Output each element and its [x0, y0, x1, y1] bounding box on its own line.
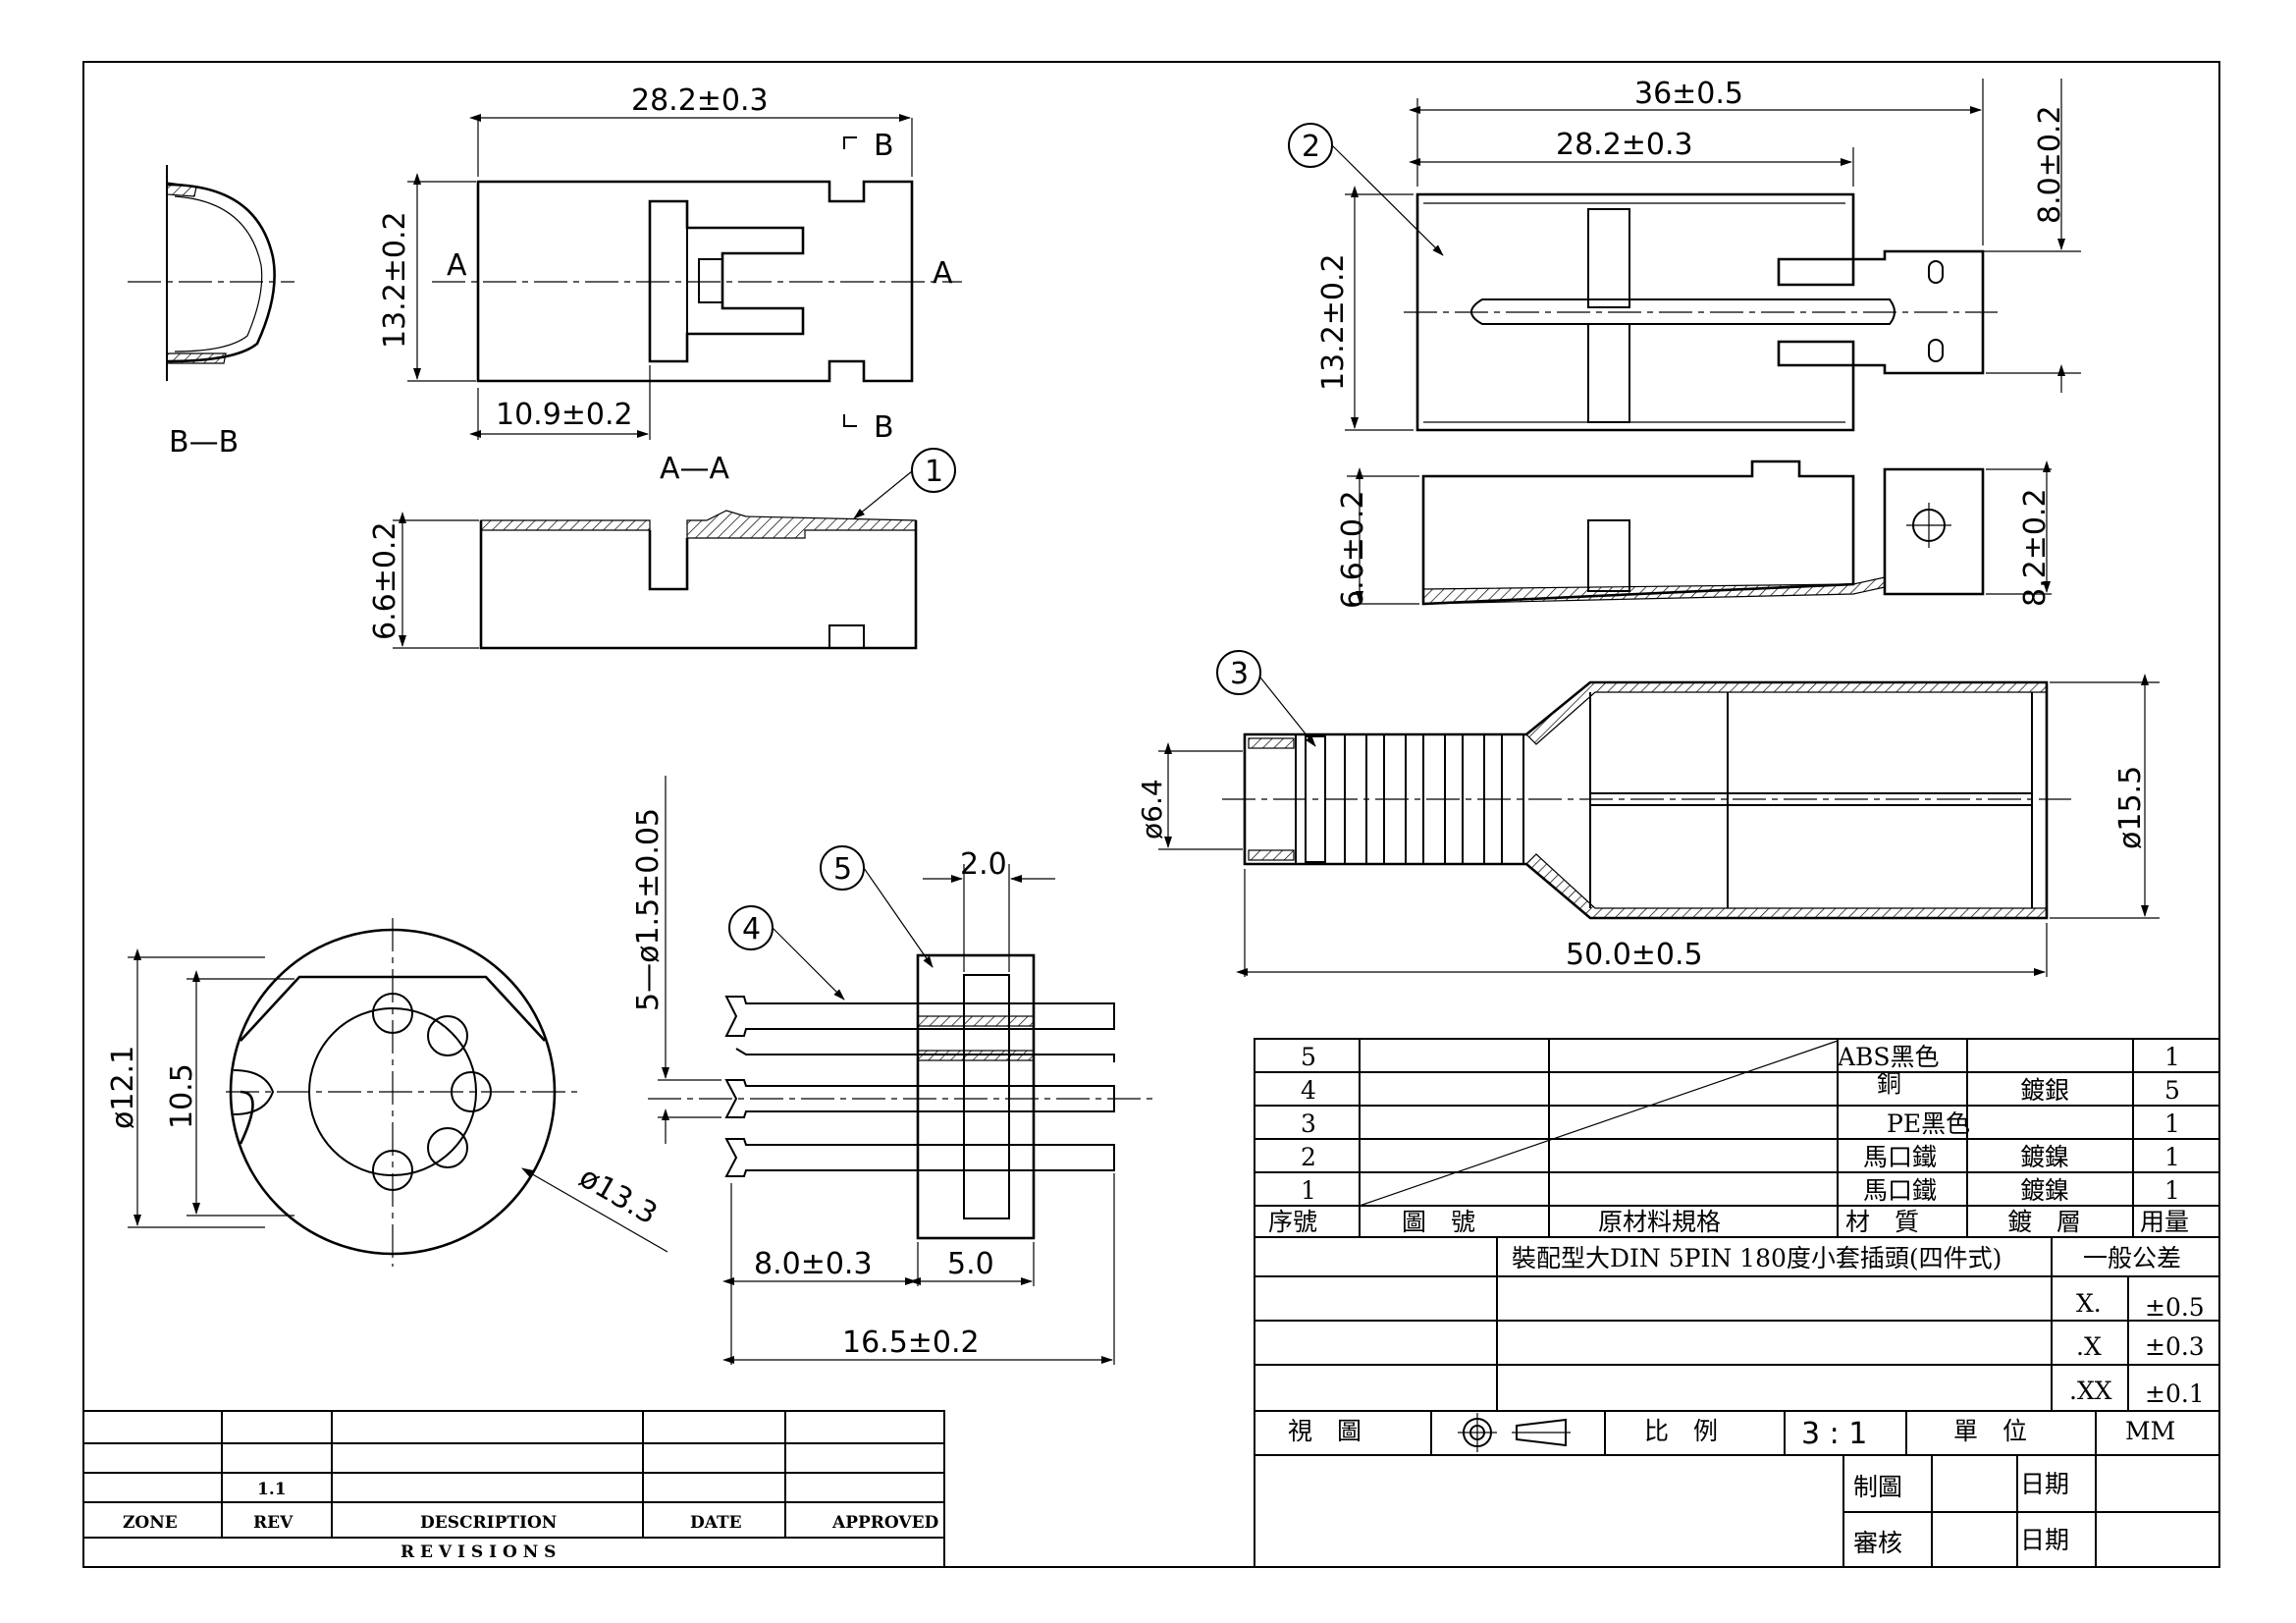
- tol-label-dx: .X: [2076, 1332, 2102, 1361]
- section-aa-label: A—A: [660, 452, 730, 486]
- general-tolerance-label: 一般公差: [2083, 1244, 2181, 1272]
- dim-6-6-right: 6.6±0.2: [1336, 490, 1370, 609]
- balloon-2: 2: [1302, 130, 1320, 164]
- bom-row-4-qty: 5: [2164, 1076, 2180, 1105]
- section-mark-a-left: A: [447, 248, 467, 283]
- bom-header-qty: 用量: [2140, 1208, 2189, 1236]
- dim-13-2-left: 13.2±0.2: [378, 211, 412, 349]
- bom-row-4-material: 銅: [1877, 1069, 1901, 1098]
- balloon-4: 4: [742, 912, 761, 947]
- bom-row-5-no: 5: [1301, 1043, 1316, 1071]
- rev-header-description: DESCRIPTION: [420, 1513, 557, 1533]
- dim-5-pin: 5—ø1.5±0.05: [631, 808, 666, 1011]
- scale-label: 比 例: [1644, 1417, 1718, 1445]
- section-mark-b-top: B: [874, 129, 894, 163]
- dim-phi-13-3: ø13.3: [573, 1161, 663, 1232]
- bom-row-2-no: 2: [1301, 1143, 1316, 1171]
- dim-13-2-right: 13.2±0.2: [1316, 253, 1351, 391]
- bom-row-3-qty: 1: [2164, 1109, 2180, 1138]
- checked-by-label: 審核: [1853, 1529, 1902, 1557]
- part1-top-view: 28.2±0.3 13.2±0.2 10.9±0.2 A A B B: [378, 83, 962, 445]
- pin-assembly-view: 5—ø1.5±0.05 2.0 8.0±0.3 5.0 16.5±0.2 5 4: [631, 776, 1158, 1365]
- projection-symbol-icon: [1458, 1413, 1571, 1452]
- tol-label-dxx: .XX: [2069, 1377, 2112, 1405]
- bom-header-plating: 鍍 層: [2007, 1208, 2081, 1236]
- tol-label-x: X.: [2076, 1289, 2102, 1318]
- dim-10-5: 10.5: [165, 1063, 199, 1129]
- unit-value: MM: [2125, 1417, 2175, 1445]
- front-view-circle: ø12.1 10.5 ø13.3: [106, 918, 668, 1267]
- tol-value-dx: ±0.3: [2145, 1332, 2205, 1361]
- bom-row-2-plating: 鍍鎳: [2020, 1143, 2069, 1171]
- part2-top-view: 36±0.5 28.2±0.3 13.2±0.2 8.0±0.2 2: [1288, 77, 2081, 432]
- rev-header-zone: ZONE: [123, 1513, 178, 1533]
- balloon-1: 1: [925, 455, 943, 489]
- revisions-table: 1.1 ZONE REV DESCRIPTION DATE APPROVED R…: [82, 1410, 945, 1568]
- section-mark-a-right: A: [933, 256, 953, 291]
- bom-row-1-qty: 1: [2164, 1176, 2180, 1205]
- dim-8-0: 8.0±0.2: [2033, 105, 2067, 224]
- title-block: 裝配型大DIN 5PIN 180度小套插頭(四件式) 一般公差 X. ±0.5 …: [1254, 1236, 2220, 1568]
- bom-row-5-material: ABS黑色: [1837, 1043, 1940, 1071]
- rev-header-date: DATE: [690, 1513, 742, 1533]
- bom-row-3-material: PE黑色: [1887, 1109, 1970, 1138]
- dim-8-2: 8.2±0.2: [2018, 488, 2053, 607]
- bom-row-1-plating: 鍍鎳: [2020, 1176, 2069, 1205]
- bom-row-1-material: 馬口鐵: [1863, 1176, 1937, 1205]
- dim-phi-15-5: ø15.5: [2113, 766, 2148, 849]
- date-label-2: 日期: [2020, 1526, 2069, 1554]
- rev-header-approved: APPROVED: [831, 1513, 939, 1533]
- tol-value-dxx: ±0.1: [2145, 1380, 2205, 1408]
- bom-row-2-material: 馬口鐵: [1863, 1143, 1937, 1171]
- bom-table: 5 ABS黑色 1 4 銅 鍍銀 5 3 PE黑色 1 2 馬口鐵 鍍鎳 1 1…: [1254, 1038, 2220, 1238]
- dim-36: 36±0.5: [1634, 77, 1743, 111]
- dim-6-6-left: 6.6±0.2: [368, 521, 402, 640]
- bom-row-4-no: 4: [1301, 1076, 1316, 1105]
- dim-28-2-right: 28.2±0.3: [1556, 128, 1693, 162]
- dim-5-0: 5.0: [947, 1247, 994, 1281]
- unit-label: 單 位: [1953, 1417, 2027, 1445]
- tol-value-x: ±0.5: [2145, 1293, 2205, 1322]
- dim-28-2-top: 28.2±0.3: [631, 83, 769, 118]
- date-label-1: 日期: [2020, 1470, 2069, 1498]
- part2-side-view: 6.6±0.2 8.2±0.2: [1336, 460, 2053, 609]
- view-label: 視 圖: [1288, 1417, 1362, 1445]
- dim-16-5: 16.5±0.2: [842, 1325, 980, 1360]
- bom-header-drawing-no: 圖 號: [1402, 1208, 1475, 1236]
- dim-2-0: 2.0: [960, 847, 1007, 882]
- rev-header-rev: REV: [253, 1513, 294, 1533]
- balloon-3: 3: [1230, 657, 1249, 691]
- sheet-border: [82, 61, 2220, 1568]
- section-mark-b-bottom: B: [874, 410, 894, 445]
- dim-8-0-pin: 8.0±0.3: [754, 1247, 873, 1281]
- scale-value: 3 : 1: [1801, 1417, 1867, 1451]
- part3-boot-view: ø6.4 ø15.5 50.0±0.5 3: [1136, 650, 2160, 977]
- bom-row-5-qty: 1: [2164, 1043, 2180, 1071]
- section-bb-label: B—B: [169, 425, 239, 460]
- bom-header-spec: 原材料規格: [1598, 1208, 1721, 1236]
- balloon-5: 5: [833, 852, 852, 887]
- revisions-title: R E V I S I O N S: [400, 1542, 556, 1562]
- bom-row-4-plating: 鍍銀: [2020, 1076, 2069, 1105]
- dim-50: 50.0±0.5: [1566, 938, 1703, 972]
- bom-row-2-qty: 1: [2164, 1143, 2180, 1171]
- bom-row-3-no: 3: [1301, 1109, 1316, 1138]
- drawn-by-label: 制圖: [1853, 1473, 1902, 1501]
- revision-value: 1.1: [257, 1480, 287, 1499]
- dim-phi-6-4: ø6.4: [1136, 779, 1168, 839]
- bom-header-no: 序號: [1268, 1208, 1317, 1236]
- bom-header-material: 材 質: [1845, 1208, 1919, 1236]
- drawing-title: 裝配型大DIN 5PIN 180度小套插頭(四件式): [1512, 1244, 2002, 1272]
- part1-section-aa: A—A 6.6±0.2 1: [368, 448, 956, 650]
- bom-row-1-no: 1: [1301, 1176, 1316, 1205]
- section-bb-view: B—B: [128, 165, 294, 460]
- dim-phi-12-1: ø12.1: [106, 1046, 140, 1129]
- dim-10-9: 10.9±0.2: [496, 398, 633, 432]
